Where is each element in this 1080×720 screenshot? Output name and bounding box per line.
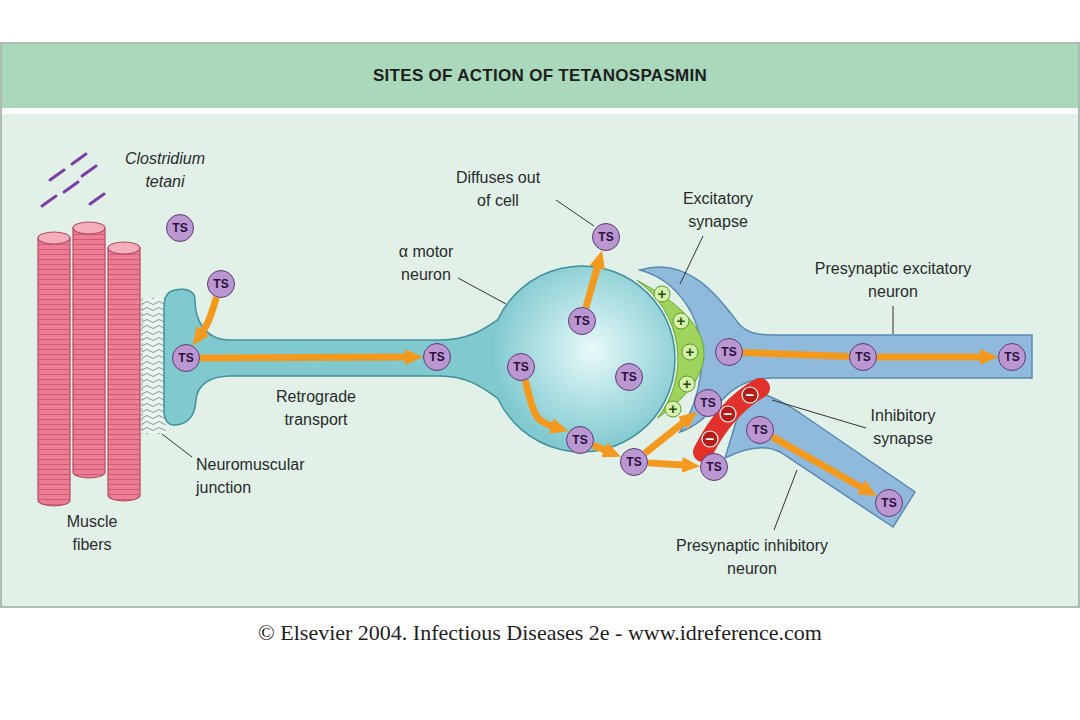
diagram-title: SITES OF ACTION OF TETANOSPASMIN [0, 66, 1080, 86]
transport-arrow [772, 437, 865, 490]
transport-arrow [648, 463, 687, 465]
sign-box: + [665, 400, 681, 418]
sign-box: + [654, 285, 670, 303]
label-box: Diffuses out of cell [451, 166, 546, 212]
toxin-circle: TS [615, 363, 643, 391]
toxin-label: TS [172, 221, 187, 235]
toxin-circle: TS [566, 426, 594, 454]
toxin-label: TS [706, 460, 721, 474]
sign-box: + [673, 312, 689, 330]
part-label: α motor neuron [379, 240, 474, 286]
part-label: Presynaptic inhibitory neuron [655, 534, 850, 580]
toxin-label: TS [572, 433, 587, 447]
toxin-label: TS [721, 345, 736, 359]
toxin-circle: TS [172, 344, 200, 372]
part-label: Muscle fibers [52, 510, 132, 556]
header-rule [2, 108, 1078, 114]
figure-caption: © Elsevier 2004. Infectious Diseases 2e … [0, 620, 1080, 646]
toxin-label: TS [752, 423, 767, 437]
label-box: Excitatory synapse [668, 187, 768, 233]
label-box: Presynaptic inhibitory neuron [655, 534, 850, 580]
transport-arrow [593, 445, 609, 452]
excitatory-sign: + [665, 400, 681, 418]
title-box: SITES OF ACTION OF TETANOSPASMIN [0, 66, 1080, 86]
toxin-label: TS [700, 396, 715, 410]
excitatory-sign: + [654, 285, 670, 303]
excitatory-sign: + [682, 343, 698, 361]
inhibitory-sign: − [720, 405, 736, 423]
part-label: Inhibitory synapse [853, 404, 953, 450]
excitatory-sign-circles [654, 286, 698, 417]
label-box: Neuromuscular junction [196, 453, 326, 499]
toxin-circle: TS [166, 214, 194, 242]
muscle-fibers [38, 222, 140, 506]
bacteria [42, 154, 104, 206]
neuromuscular-cleft [142, 298, 166, 434]
transport-arrow [525, 380, 556, 427]
caption-box: © Elsevier 2004. Infectious Diseases 2e … [0, 620, 1080, 646]
transport-arrow [645, 420, 687, 453]
transport-arrow [200, 297, 216, 335]
toxin-circle: TS [715, 338, 743, 366]
part-label: Neuromuscular junction [196, 453, 326, 499]
sign-box: + [679, 375, 695, 393]
label-box: Muscle fibers [52, 510, 132, 556]
sign-box: − [742, 386, 758, 404]
toxin-label: TS [213, 277, 228, 291]
transport-arrow [586, 263, 599, 308]
toxin-label: TS [626, 455, 641, 469]
toxin-label: TS [429, 350, 444, 364]
part-label: Clostridium tetani [115, 147, 215, 193]
sign-box: − [702, 430, 718, 448]
inhibitory-sign: − [742, 386, 758, 404]
toxin-label: TS [855, 350, 870, 364]
part-label: Retrograde transport [266, 385, 366, 431]
inhibitory-sign: − [702, 430, 718, 448]
toxin-circle: TS [207, 270, 235, 298]
part-label: Diffuses out of cell [451, 166, 546, 212]
label-box: Inhibitory synapse [853, 404, 953, 450]
toxin-label: TS [1004, 350, 1019, 364]
panel [1, 43, 1079, 607]
excitatory-sign: + [673, 312, 689, 330]
toxin-circle: TS [423, 343, 451, 371]
part-label: Presynaptic excitatory neuron [796, 257, 991, 303]
toxin-circle: TS [620, 448, 648, 476]
toxin-circle: TS [849, 343, 877, 371]
sign-box: − [720, 405, 736, 423]
toxin-label: TS [881, 496, 896, 510]
toxin-circle: TS [875, 489, 903, 517]
toxin-circle: TS [998, 343, 1026, 371]
toxin-circle: TS [568, 307, 596, 335]
label-box: Clostridium tetani [115, 147, 215, 193]
toxin-circle: TS [746, 416, 774, 444]
toxin-circle: TS [592, 223, 620, 251]
label-box: Presynaptic excitatory neuron [796, 257, 991, 303]
excitatory-sign: + [679, 375, 695, 393]
toxin-label: TS [574, 314, 589, 328]
label-box: Retrograde transport [266, 385, 366, 431]
transport-arrow [743, 353, 849, 357]
toxin-label: TS [621, 370, 636, 384]
leader-lines [162, 200, 893, 530]
transport-arrow [200, 354, 410, 362]
toxin-circle: TS [700, 453, 728, 481]
transport-arrow [877, 354, 985, 361]
part-label: Excitatory synapse [668, 187, 768, 233]
label-box: α motor neuron [379, 240, 474, 286]
motor-neuron [164, 266, 675, 452]
toxin-label: TS [513, 360, 528, 374]
sign-box: + [682, 343, 698, 361]
toxin-circle: TS [694, 389, 722, 417]
toxin-label: TS [178, 351, 193, 365]
toxin-label: TS [598, 230, 613, 244]
toxin-circle: TS [507, 353, 535, 381]
